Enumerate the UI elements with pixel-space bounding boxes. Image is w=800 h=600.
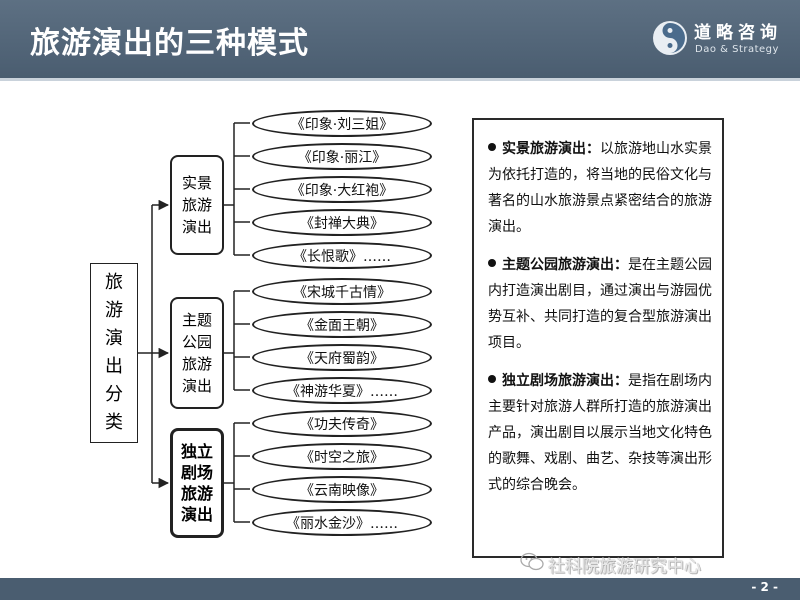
root-node-char: 类 <box>105 412 123 433</box>
page-number: - 2 - <box>751 580 778 594</box>
category-label-line: 实景 <box>181 174 212 192</box>
category-label-line: 主题 <box>181 311 212 329</box>
root-node-char: 旅 <box>105 272 123 293</box>
description-item: 实景旅游演出：以旅游地山水实景为依托打造的，将当地的民俗文化与著名的山水旅游景点… <box>488 136 712 240</box>
category-label-line: 旅游 <box>180 484 213 503</box>
description-term: 独立剧场旅游演出： <box>502 373 628 389</box>
show-oval: 《丽水金沙》…… <box>252 509 432 536</box>
root-node-char: 游 <box>105 300 123 321</box>
header-divider <box>0 78 800 81</box>
category-node-theme-park: 主题 公园 旅游 演出 <box>170 297 224 409</box>
description-term: 实景旅游演出： <box>502 141 600 157</box>
show-oval: 《宋城千古情》 <box>252 278 432 305</box>
bullet-icon <box>488 143 496 151</box>
root-node-char: 出 <box>105 356 123 377</box>
wechat-icon <box>520 552 544 571</box>
description-item: 独立剧场旅游演出：是指在剧场内主要针对旅游人群所打造的旅游演出产品，演出剧目以展… <box>488 368 712 498</box>
description-item: 主题公园旅游演出：是在主题公园内打造演出剧目，通过演出与游园优势互补、共同打造的… <box>488 252 712 356</box>
show-oval: 《金面王朝》 <box>252 311 432 338</box>
show-oval: 《云南映像》 <box>252 476 432 503</box>
description-text: 以旅游地山水实景为依托打造的，将当地的民俗文化与著名的山水旅游景点紧密结合的旅游… <box>488 141 712 235</box>
bullet-icon <box>488 375 496 383</box>
show-oval: 《印象·刘三姐》 <box>252 110 432 137</box>
footer-bar: - 2 - <box>0 578 800 600</box>
brand-name-en: Dao & Strategy <box>695 44 779 55</box>
page-title: 旅游演出的三种模式 <box>30 26 309 61</box>
show-oval: 《时空之旅》 <box>252 443 432 470</box>
bullet-icon <box>488 259 496 267</box>
category-label-line: 演出 <box>180 505 213 524</box>
category-label-line: 剧场 <box>180 463 213 482</box>
brand-name-cn: 道略咨询 <box>694 23 782 43</box>
show-oval: 《封禅大典》 <box>252 209 432 236</box>
root-node-char: 演 <box>105 328 123 349</box>
category-label-line: 公园 <box>181 333 212 351</box>
show-oval: 《神游华夏》…… <box>252 377 432 404</box>
watermark-text: 社科院旅游研究中心 <box>548 557 701 577</box>
root-node-char: 分 <box>105 384 123 405</box>
category-label-line: 独立 <box>180 442 213 461</box>
description-panel: 实景旅游演出：以旅游地山水实景为依托打造的，将当地的民俗文化与著名的山水旅游景点… <box>472 118 724 558</box>
show-oval: 《天府蜀韵》 <box>252 344 432 371</box>
show-oval: 《印象·丽江》 <box>252 143 432 170</box>
root-node-box: 旅 游 演 出 分 类 <box>90 263 138 443</box>
description-term: 主题公园旅游演出： <box>502 257 628 273</box>
category-label-line: 演出 <box>181 218 212 236</box>
description-text: 是在主题公园内打造演出剧目，通过演出与游园优势互补、共同打造的复合型旅游演出项目… <box>488 257 712 351</box>
show-oval: 《功夫传奇》 <box>252 410 432 437</box>
category-node-scenic: 实景 旅游 演出 <box>170 155 224 255</box>
category-label-line: 旅游 <box>181 355 212 373</box>
dao-logo-icon <box>653 21 687 55</box>
description-text: 是指在剧场内主要针对旅游人群所打造的旅游演出产品，演出剧目以展示当地文化特色的歌… <box>488 373 712 493</box>
show-oval: 《长恨歌》…… <box>252 242 432 269</box>
category-label-line: 演出 <box>181 377 212 395</box>
category-label-line: 旅游 <box>181 196 212 214</box>
show-oval: 《印象·大红袍》 <box>252 176 432 203</box>
category-node-theater: 独立 剧场 旅游 演出 <box>170 428 224 538</box>
